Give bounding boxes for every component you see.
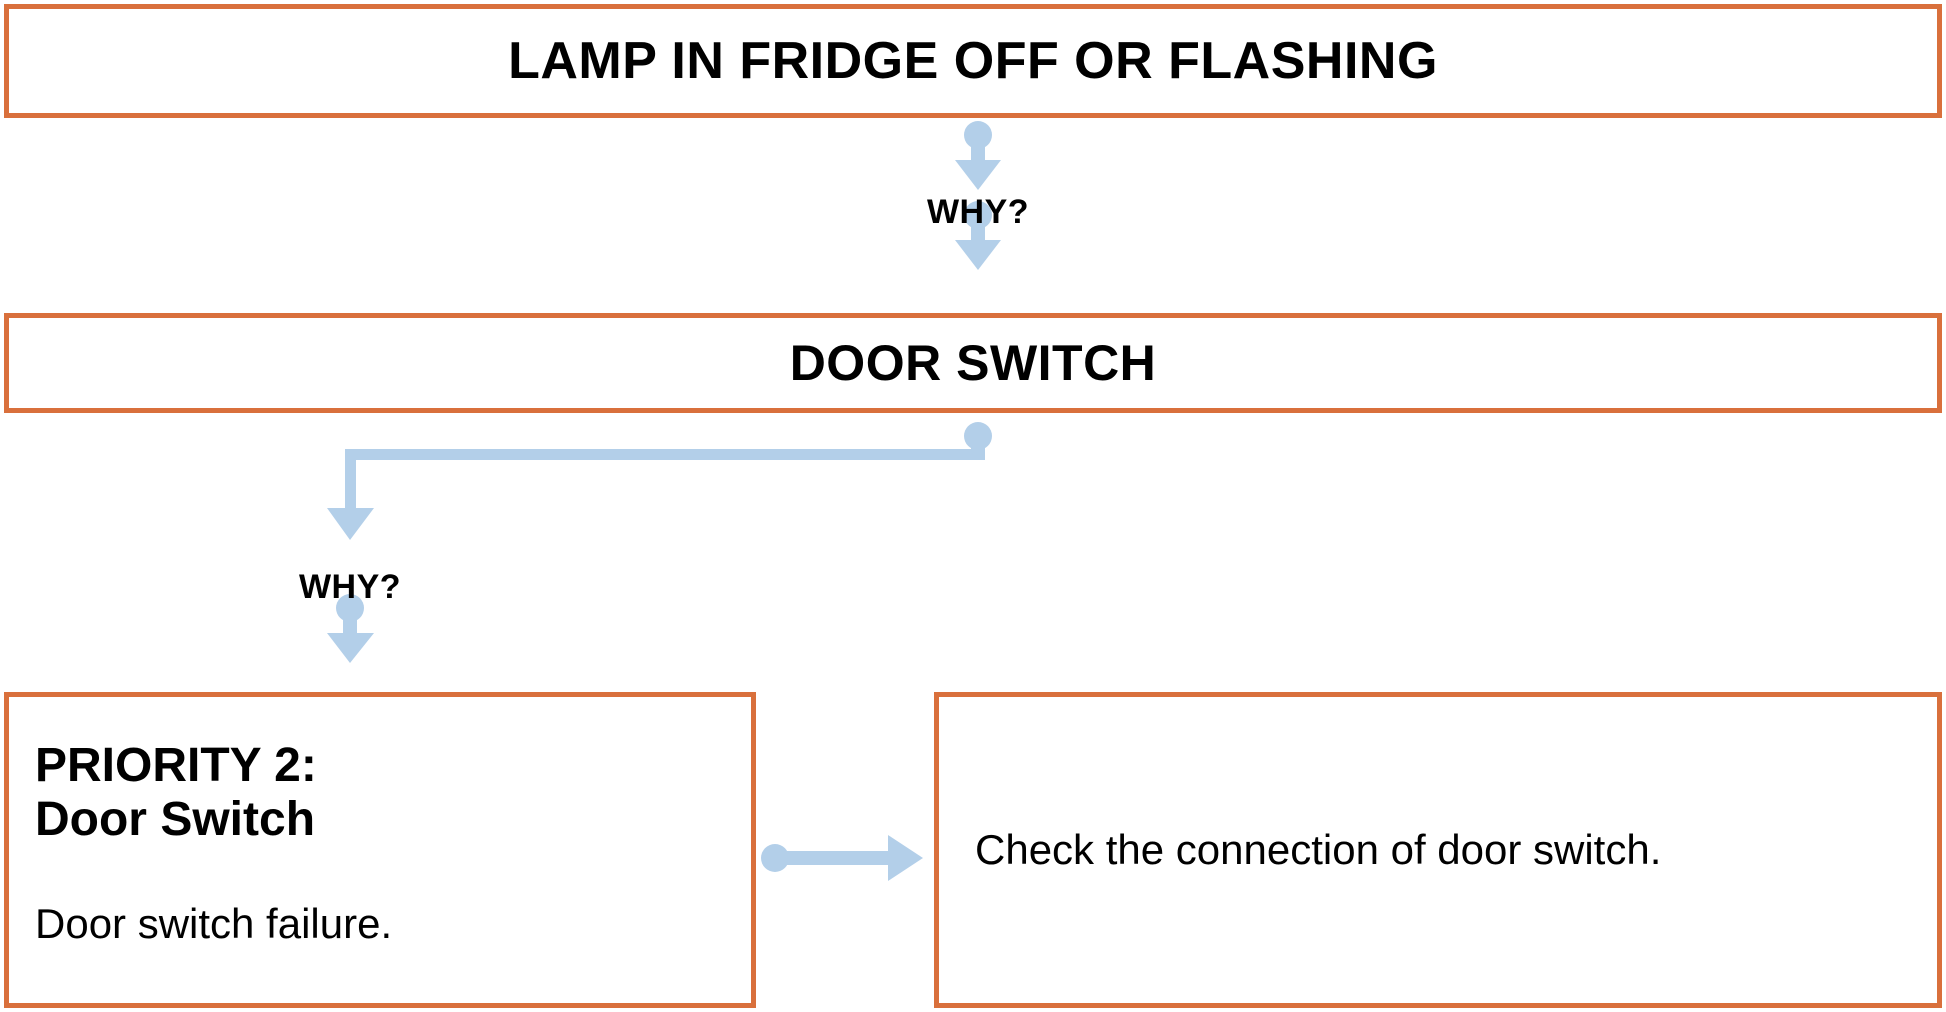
cause-box[interactable]: DOOR SWITCH <box>4 313 1942 413</box>
priority-box-description: Door switch failure. <box>35 899 393 947</box>
symptom-box[interactable]: LAMP IN FRIDGE OFF OR FLASHING <box>4 4 1942 118</box>
priority-box-heading: PRIORITY 2: Door Switch <box>35 739 317 846</box>
arrow-priority-to-action <box>761 835 923 881</box>
why-label-1: WHY? <box>926 193 1030 231</box>
arrow-symptom-to-why1 <box>955 121 1001 190</box>
action-box[interactable]: Check the connection of door switch. <box>934 692 1942 1008</box>
action-box-text: Check the connection of door switch. <box>975 825 1662 873</box>
priority-box-body: PRIORITY 2: Door Switch Door switch fail… <box>35 739 731 949</box>
arrow-cause-to-why2-elbow <box>327 422 992 540</box>
cause-box-title: DOOR SWITCH <box>789 334 1157 391</box>
priority-box[interactable]: PRIORITY 2: Door Switch Door switch fail… <box>4 692 756 1008</box>
why-label-2: WHY? <box>298 568 402 606</box>
symptom-box-title: LAMP IN FRIDGE OFF OR FLASHING <box>508 31 1438 90</box>
